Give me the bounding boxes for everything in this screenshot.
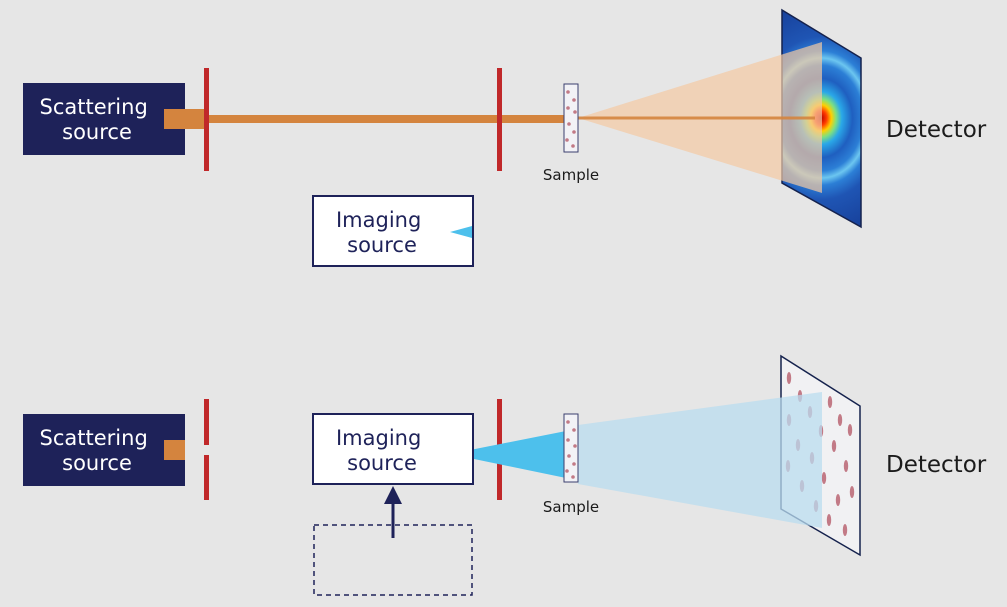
scattering-source-box <box>23 83 185 155</box>
slit-1 <box>204 68 209 171</box>
x-ray-beam <box>204 115 566 123</box>
imaging-source-box <box>312 413 474 485</box>
detector-label: Detector <box>886 117 987 143</box>
imaging-cone <box>578 392 822 528</box>
slit-1-lower <box>204 455 209 500</box>
slit-1-upper <box>204 399 209 445</box>
imaging-source-emitter <box>450 226 472 238</box>
imaging-source-previous-position <box>313 524 473 596</box>
sample-cell <box>563 83 579 153</box>
source-aperture <box>164 109 208 129</box>
source-aperture <box>164 440 185 460</box>
imaging-beam <box>450 431 566 478</box>
scattering-source-box <box>23 414 185 486</box>
sample-label: Sample <box>543 498 599 516</box>
scattering-source-label: Scattering source <box>40 426 155 475</box>
bottom-panel: Scattering source <box>23 354 987 596</box>
direct-beam <box>575 116 815 120</box>
top-panel: Scattering source Sample <box>23 8 987 267</box>
sample-cell <box>563 413 579 483</box>
imaging-source-box <box>312 195 474 267</box>
imaging-source-label: Imaging source <box>336 208 428 257</box>
scattering-source-label: Scattering source <box>40 95 155 144</box>
sample-label: Sample <box>543 166 599 184</box>
move-arrow-head <box>384 486 402 504</box>
slit-2 <box>497 68 502 171</box>
imaging-source-label: Imaging source <box>336 426 428 475</box>
detector-label: Detector <box>886 452 987 478</box>
